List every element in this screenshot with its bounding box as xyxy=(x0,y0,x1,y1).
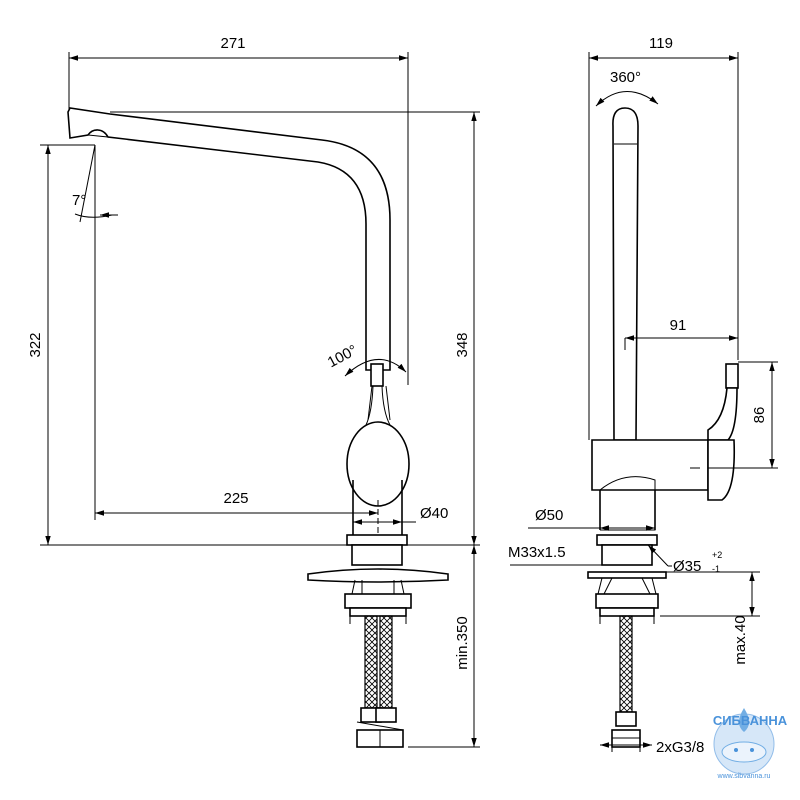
mixer-body xyxy=(346,421,410,507)
mixer-body-side xyxy=(591,439,709,491)
width-label: 271 xyxy=(220,35,245,52)
hose-side xyxy=(619,615,633,713)
hose-left xyxy=(364,615,378,709)
spray-angle-label: 7° xyxy=(72,192,86,209)
hose-right xyxy=(379,615,393,709)
lever-height-label: 86 xyxy=(751,407,768,424)
base-diameter-label: Ø40 xyxy=(420,505,448,522)
thread-label: M33x1.5 xyxy=(508,544,566,561)
lever-side xyxy=(707,387,738,441)
max-thickness-label: max.40 xyxy=(732,615,749,664)
tolerance-plus: +2 xyxy=(712,550,722,560)
tolerance-minus: -1 xyxy=(712,564,720,574)
watermark-url: www.sibvanna.ru xyxy=(717,773,771,780)
lever-offset-label: 91 xyxy=(670,317,687,334)
body-diameter-label: Ø50 xyxy=(535,507,563,524)
spout-side xyxy=(612,107,639,441)
mounting-plate-side xyxy=(587,571,667,579)
height-label: 322 xyxy=(27,332,44,357)
front-view: 271 322 348 7° 100° 225 Ø40 xyxy=(27,35,480,748)
reach-label: 225 xyxy=(223,490,248,507)
total-height-label: 348 xyxy=(454,332,471,357)
lever-angle-label: 100° xyxy=(325,342,360,372)
watermark-brand: СИБВАННА xyxy=(713,713,788,728)
side-view: 119 360° 91 86 Ø50 M33x1.5 xyxy=(508,35,778,756)
lever-handle xyxy=(370,363,384,387)
hose-length-label: min.350 xyxy=(454,616,471,669)
hole-diameter-label: Ø35 xyxy=(673,558,701,575)
watermark: СИБВАННА www.sibvanna.ru xyxy=(713,708,788,780)
depth-label: 119 xyxy=(649,35,673,52)
rotation-label: 360° xyxy=(610,69,641,86)
mounting-plate xyxy=(307,568,449,583)
connection-label: 2xG3/8 xyxy=(656,739,704,756)
spout xyxy=(67,107,391,371)
